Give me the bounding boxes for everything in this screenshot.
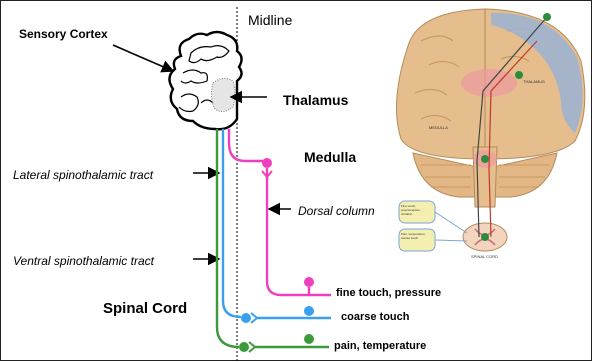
- thalamus-region: [211, 78, 235, 111]
- spinal-cord-label: Spinal Cord: [103, 300, 187, 317]
- inset-medulla-label: MEDULLA: [429, 125, 448, 130]
- inset-box-fine-touch-text: Fine touch, proprioception, vibration: [401, 204, 433, 216]
- dorsal-column-label: Dorsal column: [298, 204, 375, 218]
- medulla-label: Medulla: [304, 149, 356, 165]
- sensory-cortex-label: Sensory Cortex: [19, 27, 108, 41]
- inset-box-pain-text: Pain, temperature, coarse touch: [401, 232, 433, 240]
- fine-touch-label: fine touch, pressure: [336, 287, 441, 299]
- coarse-touch-label: coarse touch: [341, 311, 409, 323]
- inset-spinal-cord-label: SPINAL CORD: [471, 254, 498, 259]
- inset-thalamus-label: THALAMUS: [523, 79, 545, 84]
- sensory-cortex-arrow: [113, 45, 173, 71]
- pain-temperature-label: pain, temperature: [334, 340, 426, 352]
- midline-label: Midline: [248, 12, 292, 28]
- ventral-tract-label: Ventral spinothalamic tract: [13, 254, 154, 268]
- thalamus-label: Thalamus: [283, 92, 348, 108]
- brain-section: [169, 32, 241, 129]
- lateral-tract-label: Lateral spinothalamic tract: [13, 168, 153, 182]
